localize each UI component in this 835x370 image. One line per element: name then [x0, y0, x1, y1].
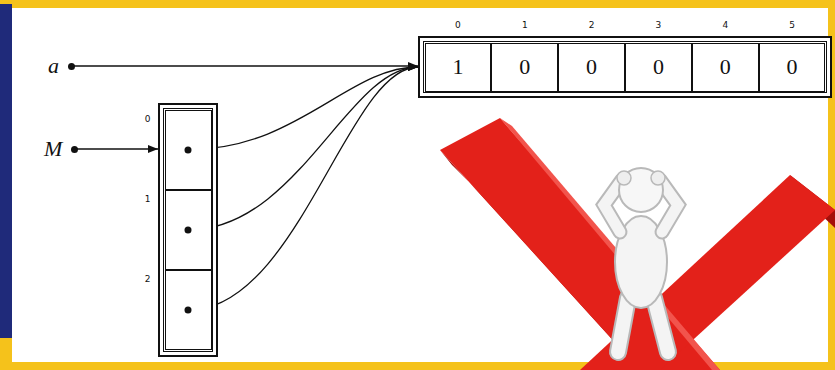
cross-bar	[580, 175, 835, 370]
cross-bar-highlight	[500, 118, 720, 370]
cell-value: 0	[787, 56, 798, 78]
array-cell: 20	[558, 43, 625, 92]
index-number: 2	[559, 20, 624, 31]
cell-value: 0	[519, 56, 530, 78]
index-number: 1	[492, 20, 557, 31]
index-number: 3	[626, 20, 691, 31]
pointer-dot	[185, 146, 192, 153]
pointer-cell: 0	[165, 110, 212, 190]
pointer-arrow	[75, 148, 158, 149]
pointer-arrow	[188, 67, 418, 310]
index-number: 2	[142, 274, 154, 285]
array-cell: 50	[759, 43, 826, 92]
figure-leg	[654, 298, 668, 352]
index-number: 5	[760, 20, 825, 31]
figure-hand	[617, 171, 631, 185]
cell-value: 0	[653, 56, 664, 78]
variable-name: a	[48, 55, 59, 77]
pointer-arrow	[72, 65, 419, 66]
index-number: 4	[693, 20, 758, 31]
array-cell: 40	[692, 43, 759, 92]
pointer-cell: 2	[165, 270, 212, 350]
red-cross	[440, 118, 835, 370]
figure-leg	[618, 298, 628, 352]
array-box: 011020304050	[418, 36, 832, 98]
variable-name: M	[44, 138, 62, 160]
variable-label: M	[44, 138, 78, 160]
pointer-array-box: 012	[158, 103, 218, 357]
cell-value: 1	[452, 56, 463, 78]
pointer-dot	[68, 63, 75, 70]
array-cell: 10	[491, 43, 558, 92]
cell-value: 0	[720, 56, 731, 78]
navy-strip	[0, 4, 12, 338]
pointer-cell: 1	[165, 190, 212, 270]
pointer-arrow	[188, 67, 418, 230]
figure-leg	[654, 298, 668, 352]
index-number: 1	[142, 194, 154, 205]
variable-label: a	[48, 55, 75, 77]
worried-figure	[604, 168, 678, 352]
pointer-dot	[185, 226, 192, 233]
figure-hand	[651, 171, 665, 185]
array-cell: 30	[625, 43, 692, 92]
pointer-dot	[185, 307, 192, 314]
pointer-dot	[71, 146, 78, 153]
index-number: 0	[142, 114, 154, 125]
cell-value: 0	[586, 56, 597, 78]
figure-leg	[618, 298, 628, 352]
array-cell: 01	[425, 43, 492, 92]
index-number: 0	[426, 20, 491, 31]
